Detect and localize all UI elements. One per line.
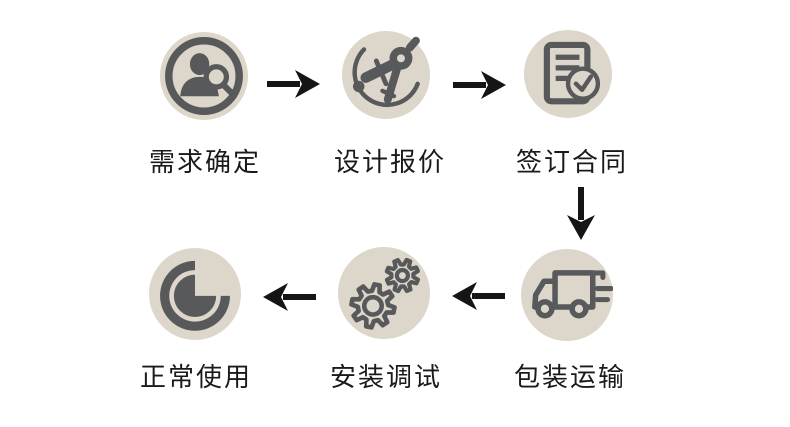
step-label-packing-shipping: 包装运输	[513, 363, 626, 392]
step-label-installation: 安装调试	[329, 363, 442, 392]
step-label-normal-use: 正常使用	[139, 363, 252, 392]
step-circle-normal-use	[149, 248, 241, 340]
step-label-contract: 签订合同	[515, 148, 628, 177]
step-circle-design	[342, 31, 430, 119]
step-circle-packing-shipping	[521, 249, 613, 341]
person-search-icon	[165, 37, 243, 115]
design-compass-icon	[352, 36, 420, 107]
gears-icon	[349, 257, 421, 330]
step-label-requirements: 需求确定	[148, 148, 261, 177]
arrow-right-icon	[452, 71, 506, 99]
step-circle-requirements	[160, 32, 248, 120]
delivery-truck-icon	[532, 270, 613, 319]
step-label-design: 设计报价	[333, 148, 446, 177]
arrow-left-icon	[452, 282, 506, 310]
contract-check-icon	[543, 41, 601, 105]
pie-gauge-icon	[160, 260, 230, 331]
arrow-left-icon	[263, 283, 317, 311]
step-circle-installation	[338, 247, 430, 339]
step-circle-contract	[524, 30, 612, 118]
arrow-down-icon	[567, 186, 595, 240]
arrow-right-icon	[266, 70, 320, 98]
